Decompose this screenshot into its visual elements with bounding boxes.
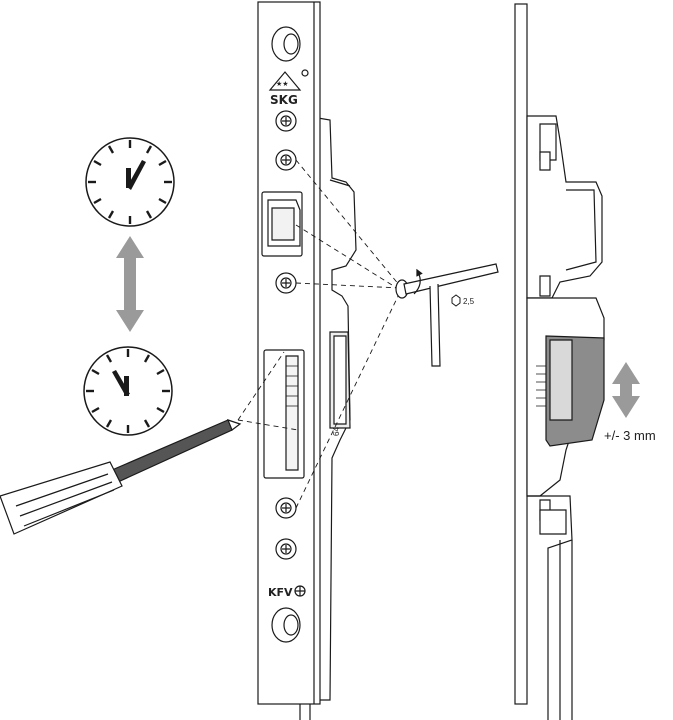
brand-label-top: SKG — [270, 93, 298, 107]
side-faceplate — [514, 3, 528, 705]
screw — [275, 110, 297, 132]
clock-icon — [85, 137, 175, 227]
projection-lines — [237, 159, 401, 509]
screw — [275, 497, 297, 519]
adjust-range-label: +/- 3 mm — [604, 428, 656, 443]
brand-label-bottom: KFV — [268, 586, 293, 599]
front-lock-view: ★★ — [257, 1, 357, 720]
hex-key-icon — [395, 263, 499, 367]
strike-number-label: 64 — [332, 427, 341, 436]
skg-quality-mark — [268, 71, 302, 91]
hex-size-icon — [451, 294, 461, 307]
screw — [275, 149, 297, 171]
vertical-double-arrow-icon — [612, 362, 640, 418]
screw — [275, 272, 297, 294]
screw — [275, 538, 297, 560]
svg-text:★★: ★★ — [276, 80, 289, 88]
screwdriver-icon — [0, 419, 242, 535]
clock-icon — [83, 346, 173, 436]
vertical-double-arrow-icon — [116, 236, 144, 332]
hex-key-size-label: 2,5 — [463, 297, 475, 306]
side-lock-view — [514, 3, 605, 720]
